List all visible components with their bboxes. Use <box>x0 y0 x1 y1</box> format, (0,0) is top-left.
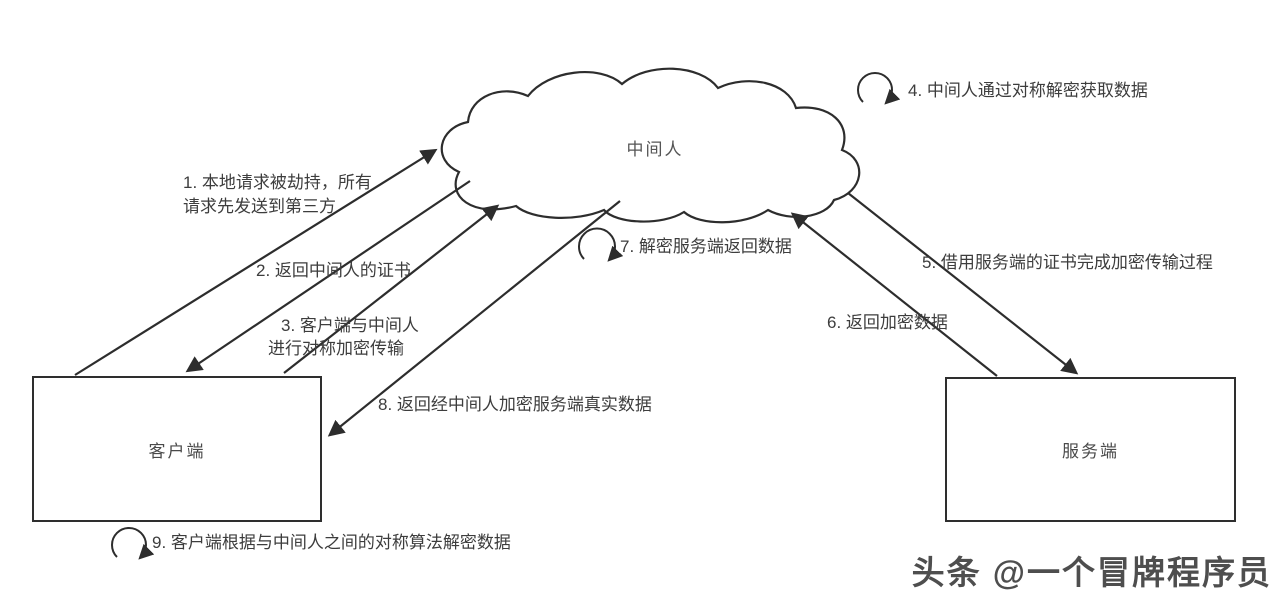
loop-arrow-icon-step9 <box>111 526 155 560</box>
arrow-step3-client-to-middleman <box>283 204 500 374</box>
arrow-step5-middleman-to-server <box>847 192 1079 375</box>
step1-label-line1: 1. 本地请求被劫持，所有 <box>183 173 372 192</box>
loop-arrow-icon-step4 <box>857 71 901 105</box>
step4-label: 4. 中间人通过对称解密获取数据 <box>908 81 1148 100</box>
step7-label: 7. 解密服务端返回数据 <box>620 237 792 256</box>
step3-label-line1: 3. 客户端与中间人 <box>281 316 419 335</box>
watermark-text: 头条 @一个冒牌程序员 <box>911 554 1272 591</box>
middleman-node-label: 中间人 <box>626 140 684 159</box>
client-node: 客户端 <box>32 376 322 522</box>
server-node: 服务端 <box>945 377 1236 522</box>
arrow-step6-server-to-middleman <box>790 212 998 377</box>
arrow-step2-middleman-to-client <box>185 180 471 373</box>
step1-label-line2: 请求先发送到第三方 <box>183 197 336 216</box>
step9-label: 9. 客户端根据与中间人之间的对称算法解密数据 <box>152 533 511 552</box>
step6-label: 6. 返回加密数据 <box>827 313 948 332</box>
client-node-label: 客户端 <box>148 441 206 461</box>
step3-label-line2: 进行对称加密传输 <box>268 339 404 358</box>
arrow-step8-middleman-to-client <box>327 200 621 437</box>
step5-label: 5. 借用服务端的证书完成加密传输过程 <box>922 253 1213 272</box>
server-node-label: 服务端 <box>1062 442 1119 461</box>
step8-label: 8. 返回经中间人加密服务端真实数据 <box>378 395 652 414</box>
loop-arrow-icon-step7 <box>578 227 624 262</box>
arrow-step1-client-to-middleman <box>74 148 438 376</box>
step2-label: 2. 返回中间人的证书 <box>256 261 411 280</box>
middleman-cloud-shape <box>440 67 861 224</box>
